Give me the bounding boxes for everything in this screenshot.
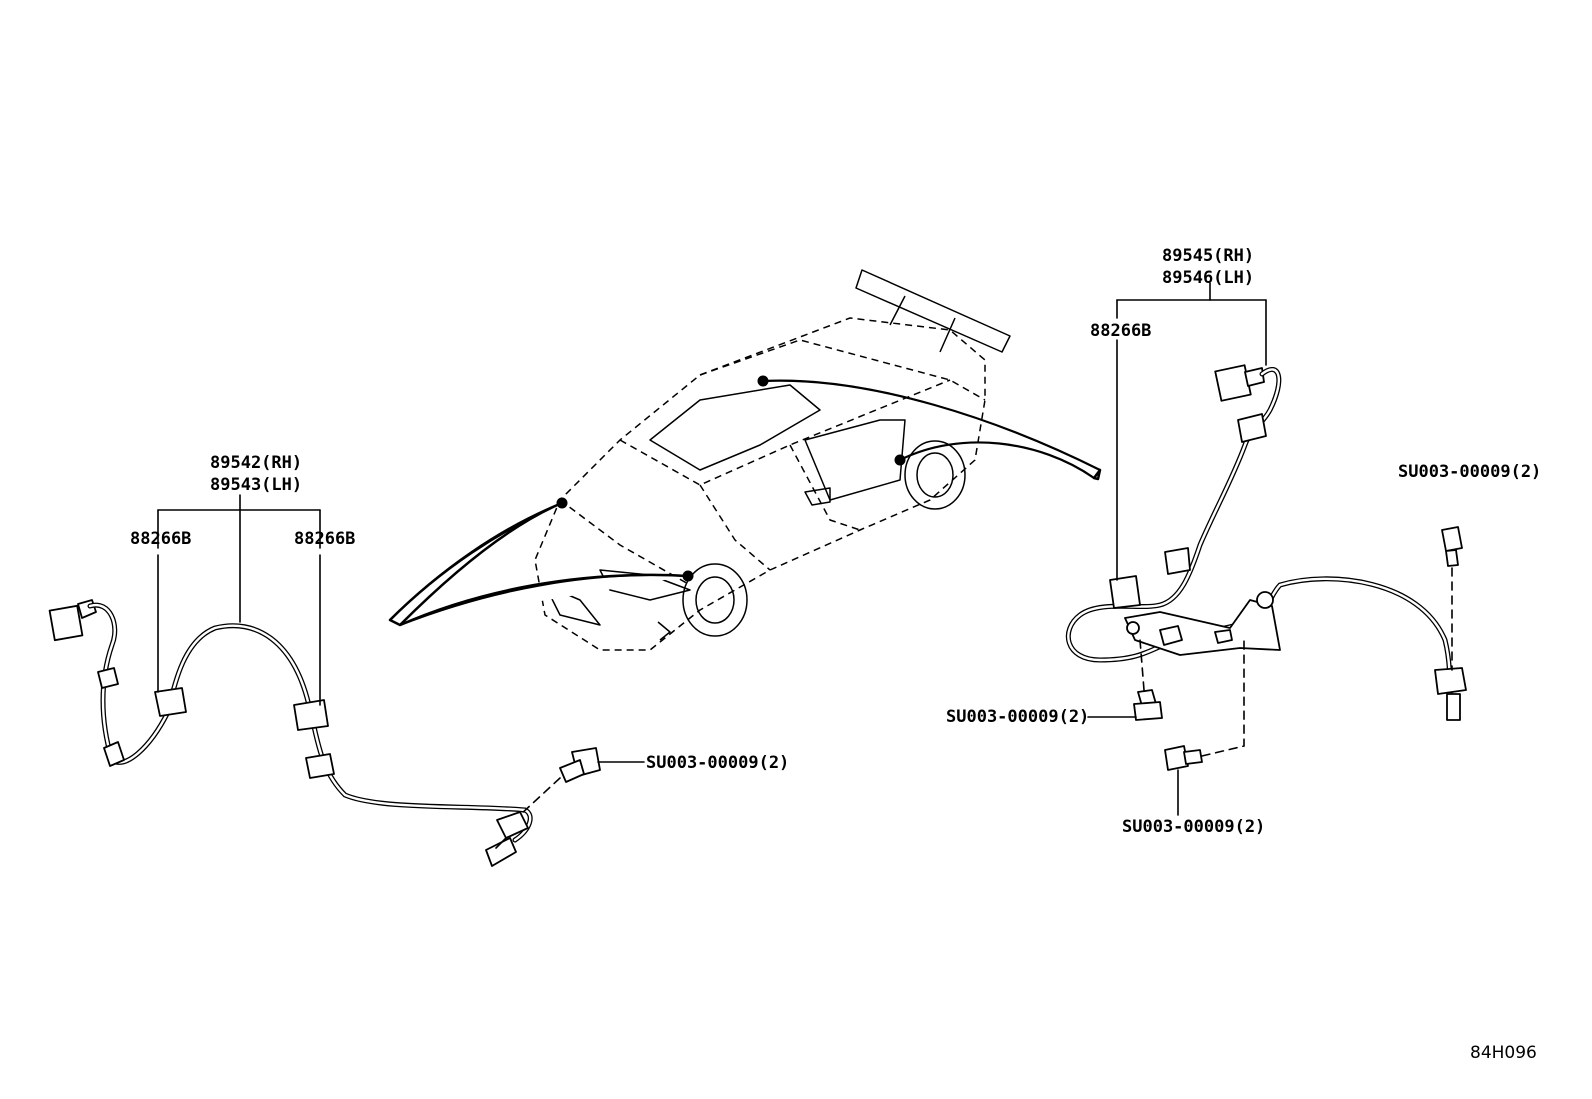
front-sensor-assembly	[48, 599, 601, 867]
rear-callouts	[1087, 282, 1267, 816]
front-callout-wedge	[388, 501, 690, 627]
rear-clamp-label: 88266B	[1090, 321, 1151, 341]
front-clamp-right-label: 88266B	[294, 529, 355, 549]
car-illustration	[534, 269, 1011, 651]
rear-callout-wedge	[761, 379, 1102, 481]
rear-bolt-middle-label: SU003-00009(2)	[946, 707, 1089, 727]
rear-sensor-assembly	[1065, 364, 1467, 771]
front-clamp-left-label: 88266B	[130, 529, 191, 549]
front-sensor-rh-label: 89542(RH)	[210, 453, 302, 473]
front-bolt-label: SU003-00009(2)	[646, 753, 789, 773]
diagram-code: 84H096	[1470, 1043, 1537, 1063]
front-sensor-lh-label: 89543(LH)	[210, 475, 302, 495]
front-callouts	[157, 494, 645, 763]
rear-sensor-lh-label: 89546(LH)	[1162, 268, 1254, 288]
rear-sensor-rh-label: 89545(RH)	[1162, 246, 1254, 266]
rear-bolt-right-label: SU003-00009(2)	[1398, 462, 1541, 482]
rear-bolt-bottom-label: SU003-00009(2)	[1122, 817, 1265, 837]
